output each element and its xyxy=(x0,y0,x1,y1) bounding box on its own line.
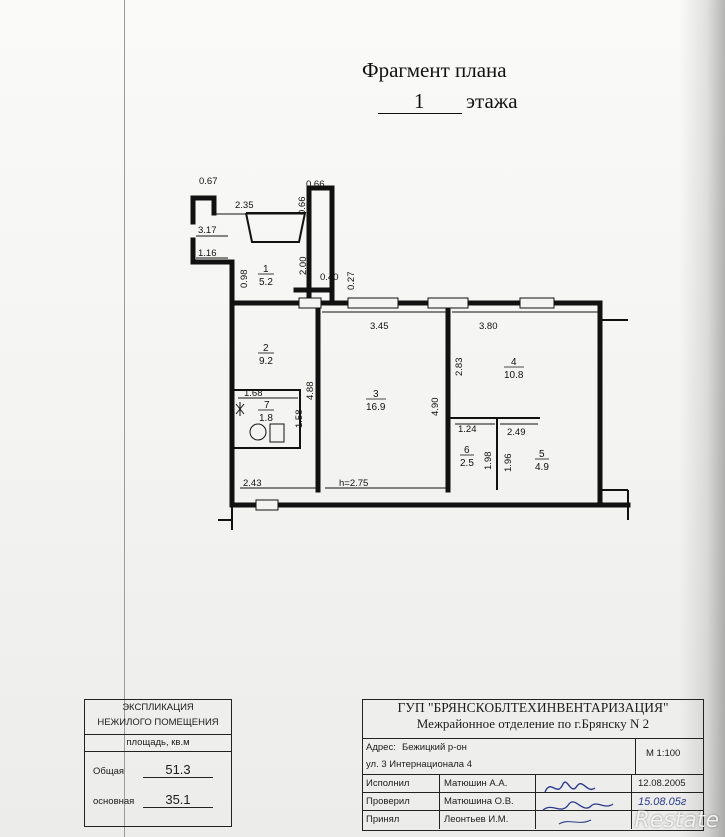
address-district: Бежицкий р-он xyxy=(402,742,467,753)
room-5-area: 4.9 xyxy=(535,462,549,473)
stamp-row-executed: Исполнил Матюшин А.А. 12.08.2005 xyxy=(363,774,703,793)
dim-1-58: 1.58 xyxy=(294,410,305,429)
floor-plan: 0.67 0.66 2.35 0.66 3.17 1.16 0.98 2.00 … xyxy=(190,176,631,530)
dim-4-90: 4.90 xyxy=(430,398,441,417)
floor-number: 1 xyxy=(414,89,425,113)
room-7-area: 1.8 xyxy=(259,413,273,424)
executed-label: Исполнил xyxy=(366,778,410,789)
dim-4-88: 4.88 xyxy=(305,382,316,401)
room-2-number: 2 xyxy=(263,343,269,354)
dim-1-98: 1.98 xyxy=(483,452,494,471)
dim-2-83: 2.83 xyxy=(454,358,465,377)
room-2: 2 9.2 xyxy=(258,343,274,367)
room-1-number: 1 xyxy=(263,264,269,275)
dim-1-24: 1.24 xyxy=(458,424,477,435)
total-area-label: Общая xyxy=(93,766,125,777)
signature-marks xyxy=(542,781,614,825)
room-3-area: 16.9 xyxy=(366,402,386,413)
scale-value: М 1:100 xyxy=(646,748,681,759)
room-2-area: 9.2 xyxy=(259,356,273,367)
main-area-value: 35.1 xyxy=(143,793,213,808)
organization-name: ГУП "БРЯНСКОБЛТЕХИНВЕНТАРИЗАЦИЯ" xyxy=(397,700,669,715)
stamp-row-accepted: Принял Леонтьев И.М. xyxy=(363,810,703,829)
street-address: ул. 3 Интернационала 4 xyxy=(366,759,473,770)
checked-label: Проверил xyxy=(366,796,410,807)
room-7: 7 1.8 xyxy=(258,400,274,424)
executed-date: 12.08.2005 xyxy=(638,778,686,789)
plan-title: Фрагмент плана xyxy=(362,58,507,82)
total-area-value: 51.3 xyxy=(143,763,213,778)
dim-3-17: 3.17 xyxy=(198,225,217,236)
dim-0-66: 0.66 xyxy=(306,179,325,190)
plan-title-floor: этажа xyxy=(466,89,518,113)
dim-0-67: 0.67 xyxy=(199,176,218,187)
executed-name: Матюшин А.А. xyxy=(444,778,508,789)
title-block-stamp: ГУП "БРЯНСКОБЛТЕХИНВЕНТАРИЗАЦИЯ" Межрайо… xyxy=(362,699,704,831)
room-4-area: 10.8 xyxy=(504,370,524,381)
room-4: 4 10.8 xyxy=(504,357,524,381)
dim-3-80: 3.80 xyxy=(479,321,498,332)
ceiling-height: h=2.75 xyxy=(339,478,368,489)
watermark-logo: Restate xyxy=(634,808,719,833)
room-7-number: 7 xyxy=(264,400,270,411)
accepted-label: Принял xyxy=(366,814,400,825)
explication-subtitle: НЕЖИЛОГО ПОМЕЩЕНИЯ xyxy=(97,717,219,728)
scan-edge-shadow xyxy=(679,0,725,837)
stamp-row-street: ул. 3 Интернационала 4 xyxy=(363,756,703,774)
dim-0-66-vertical: 0.66 xyxy=(297,197,308,216)
room-1-area: 5.2 xyxy=(259,277,273,288)
room-6: 6 2.5 xyxy=(460,445,474,469)
room-3-number: 3 xyxy=(373,389,379,400)
room-5-number: 5 xyxy=(539,449,545,460)
dim-0-98: 0.98 xyxy=(239,270,250,289)
checked-date: 15.08.05г xyxy=(638,796,687,808)
dim-1-68: 1.68 xyxy=(244,388,263,399)
explication-header: ЭКСПЛИКАЦИЯ НЕЖИЛОГО ПОМЕЩЕНИЯ xyxy=(85,700,231,735)
dim-0-40: 0.40 xyxy=(320,272,339,283)
accepted-name: Леонтьев И.М. xyxy=(444,814,509,825)
explication-title: ЭКСПЛИКАЦИЯ xyxy=(122,702,194,713)
dim-1-96: 1.96 xyxy=(503,454,514,473)
room-1: 1 5.2 xyxy=(258,264,274,288)
dim-0-27: 0.27 xyxy=(346,272,357,291)
dim-2-49: 2.49 xyxy=(507,427,526,438)
address-label: Адрес: xyxy=(366,742,396,753)
checked-name: Матюшина О.В. xyxy=(444,796,514,807)
room-3: 3 16.9 xyxy=(366,389,386,413)
floor-underline xyxy=(378,113,462,114)
dim-3-45: 3.45 xyxy=(370,321,389,332)
room-6-number: 6 xyxy=(464,445,470,456)
room-6-area: 2.5 xyxy=(460,458,474,469)
room-5: 5 4.9 xyxy=(535,449,549,473)
stamp-row-address: Адрес: Бежицкий р-он М 1:100 xyxy=(363,738,703,775)
dim-1-16: 1.16 xyxy=(198,248,217,259)
department-name: Межрайонное отделение по г.Брянску N 2 xyxy=(416,716,650,731)
main-area-label: основная xyxy=(93,796,135,807)
explication-area-unit: площадь, кв.м xyxy=(85,735,231,752)
room-4-number: 4 xyxy=(511,357,517,368)
binding-margin-line xyxy=(124,0,125,837)
stamp-row-checked: Проверил Матюшина О.В. 15.08.05г xyxy=(363,792,703,811)
explication-table: ЭКСПЛИКАЦИЯ НЕЖИЛОГО ПОМЕЩЕНИЯ площадь, … xyxy=(84,699,232,827)
dim-2-35: 2.35 xyxy=(235,200,254,211)
dim-2-00: 2.00 xyxy=(298,257,309,276)
dim-2-43: 2.43 xyxy=(243,478,262,489)
